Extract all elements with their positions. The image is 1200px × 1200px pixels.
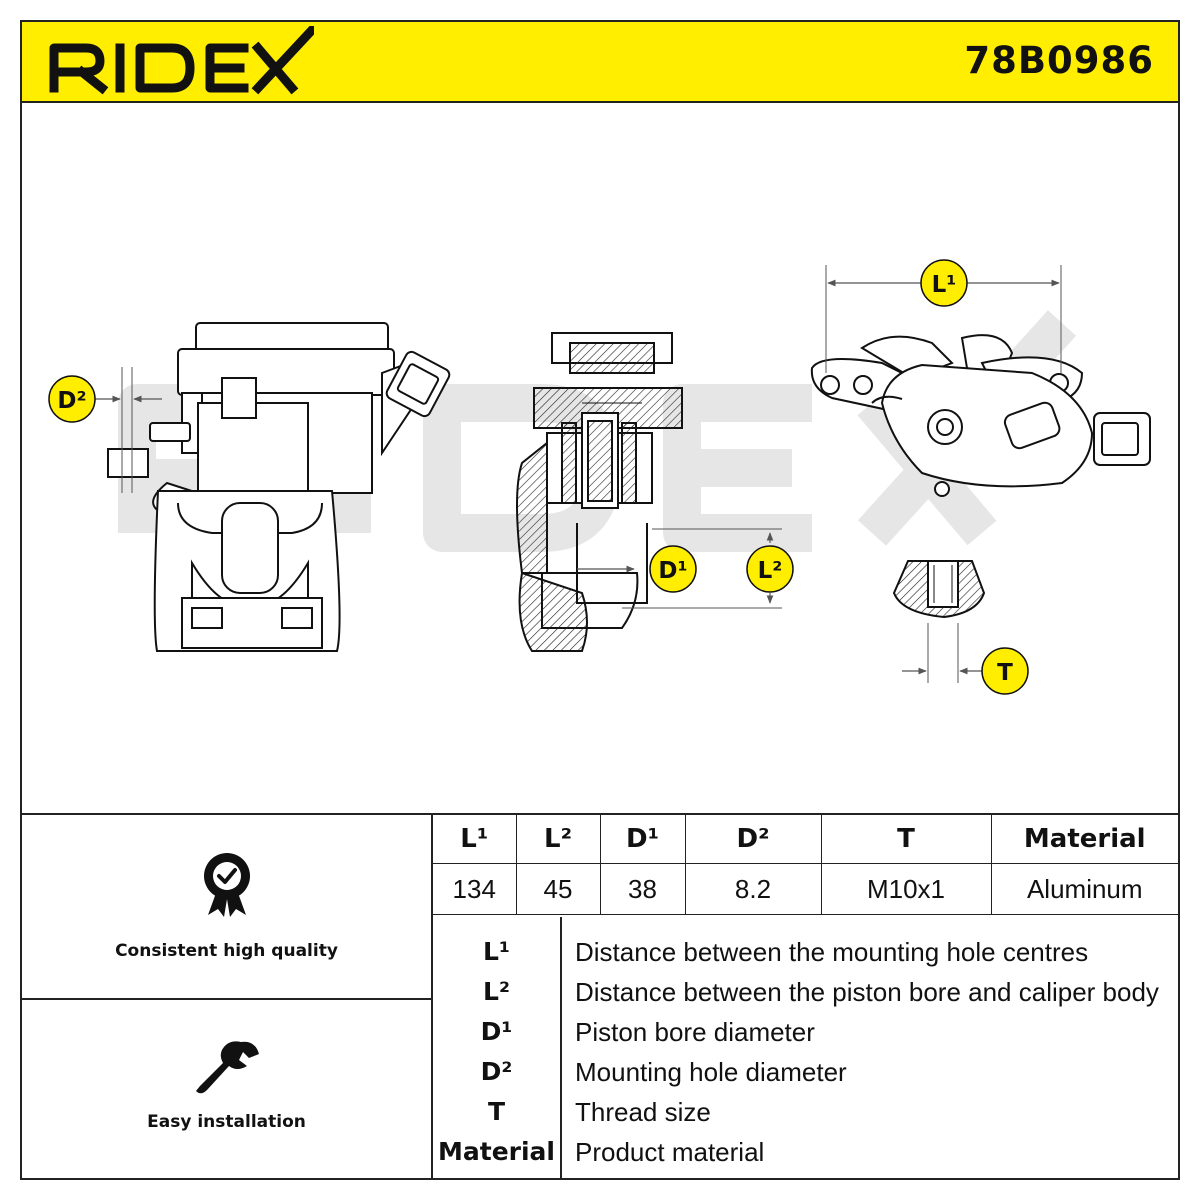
spec-header-l1: L¹ [433, 815, 517, 864]
features-panel: Consistent high quality Easy installatio… [22, 815, 433, 1180]
part-number: 78B0986 [964, 39, 1154, 82]
legend-key: T [487, 1097, 506, 1126]
legend-key: L¹ [483, 937, 510, 966]
feature-installation-label: Easy installation [147, 1112, 306, 1132]
spec-header-row: L¹ L² D¹ D² T Material [433, 815, 1178, 864]
legend-row: T Thread size [433, 1092, 1178, 1132]
spec-header-l2: L² [515, 815, 601, 864]
thread-detail-view [892, 560, 986, 683]
legend-row: Material Product material [433, 1132, 1178, 1172]
legend-row: D² Mounting hole diameter [433, 1052, 1178, 1092]
quality-badge-icon [203, 853, 250, 917]
spec-value-l2: 45 [515, 863, 601, 915]
wrench-icon [195, 1041, 259, 1094]
caliper-technical-drawing: D² D¹ L² [48, 259, 1151, 695]
feature-quality-label: Consistent high quality [115, 941, 338, 961]
caliper-front-view [107, 322, 451, 652]
legend-key: D² [480, 1057, 513, 1086]
legend-key: L² [483, 977, 510, 1006]
d2-callout-label: D² [57, 388, 86, 414]
legend-row: L¹ Distance between the mounting hole ce… [433, 932, 1178, 972]
caliper-top-view [810, 334, 1151, 497]
spec-value-l1: 134 [433, 863, 517, 915]
l1-callout-label: L¹ [932, 272, 957, 298]
product-sheet: 78B0986 [20, 20, 1180, 1180]
legend-divider [560, 917, 562, 1180]
d1-callout-label: D¹ [658, 558, 687, 584]
l1-dimension: L¹ [825, 259, 1062, 373]
spec-value-d1: 38 [599, 863, 686, 915]
legend-desc: Distance between the piston bore and cal… [575, 977, 1159, 1007]
t-callout-label: T [997, 660, 1013, 686]
t-dimension: T [902, 647, 1029, 695]
spec-header-t: T [820, 815, 992, 864]
spec-value-material: Aluminum [990, 863, 1178, 915]
legend-desc: Mounting hole diameter [575, 1057, 847, 1087]
dimension-legend: L¹ Distance between the mounting hole ce… [433, 917, 1178, 1180]
spec-table: L¹ L² D¹ D² T Material 134 45 38 8.2 M10… [433, 815, 1178, 915]
legend-desc: Distance between the mounting hole centr… [575, 937, 1089, 967]
feature-installation: Easy installation [22, 1000, 431, 1180]
legend-key: Material [438, 1137, 555, 1166]
legend-desc: Product material [575, 1137, 765, 1167]
legend-desc: Thread size [575, 1097, 711, 1127]
feature-quality: Consistent high quality [22, 815, 431, 1000]
l2-callout-label: L² [758, 558, 783, 584]
ridex-logo [49, 26, 314, 95]
legend-row: L² Distance between the piston bore and … [433, 972, 1178, 1012]
caliper-section-view [516, 332, 683, 652]
d2-dimension: D² [48, 375, 162, 423]
spec-value-d2: 8.2 [684, 863, 822, 915]
spec-header-d1: D¹ [599, 815, 686, 864]
legend-row: D¹ Piston bore diameter [433, 1012, 1178, 1052]
spec-value-t: M10x1 [820, 863, 992, 915]
spec-value-row: 134 45 38 8.2 M10x1 Aluminum [433, 863, 1178, 915]
legend-key: D¹ [480, 1017, 513, 1046]
spec-header-d2: D² [684, 815, 822, 864]
header-bar: 78B0986 [22, 22, 1178, 103]
specs-section: Consistent high quality Easy installatio… [22, 813, 1178, 1180]
d1-l2-dimensions: D¹ L² [577, 528, 794, 609]
spec-header-material: Material [990, 815, 1178, 864]
legend-desc: Piston bore diameter [575, 1017, 815, 1047]
